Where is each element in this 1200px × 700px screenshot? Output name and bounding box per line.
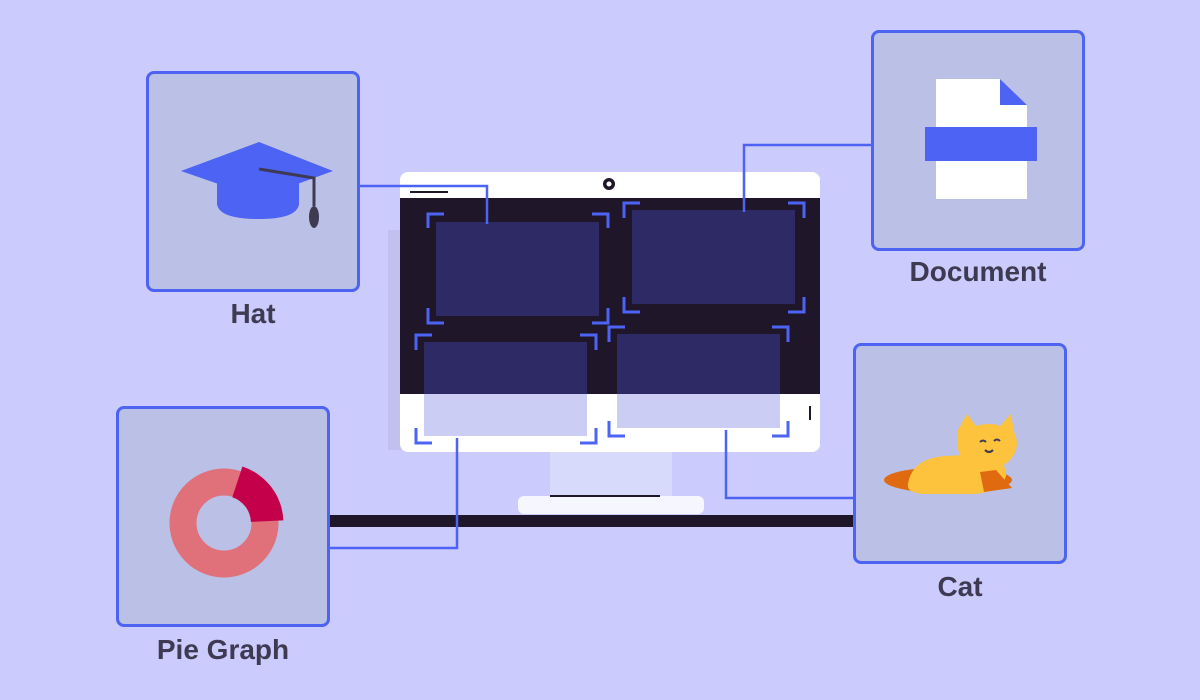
cat-label: Cat <box>937 571 983 602</box>
pie-graph-card[interactable] <box>116 406 330 627</box>
pie-graph-label: Pie Graph <box>156 634 290 665</box>
graduation-cap-icon <box>181 142 333 228</box>
connector-cat <box>724 430 855 500</box>
cat-icon <box>884 414 1017 494</box>
connector-hat <box>360 184 489 224</box>
connector-lines <box>330 143 873 550</box>
monitor-foot <box>518 496 704 514</box>
desk-bar <box>330 515 855 527</box>
hat-label: Hat <box>230 298 276 329</box>
video-tile-4 <box>617 334 780 394</box>
detection-brackets <box>414 201 806 445</box>
document-card[interactable] <box>871 30 1085 251</box>
cat-card[interactable] <box>853 343 1067 564</box>
video-tile-1 <box>436 222 599 316</box>
hat-card[interactable] <box>146 71 360 292</box>
connector-document <box>742 143 873 212</box>
donut-chart-icon <box>169 466 284 578</box>
document-icon <box>925 79 1037 199</box>
connector-pie <box>330 438 459 550</box>
document-label: Document <box>909 256 1047 287</box>
video-tile-2 <box>632 210 795 304</box>
monitor-shadow <box>388 230 402 450</box>
monitor-neck <box>550 448 672 500</box>
video-tile-3 <box>424 342 587 394</box>
